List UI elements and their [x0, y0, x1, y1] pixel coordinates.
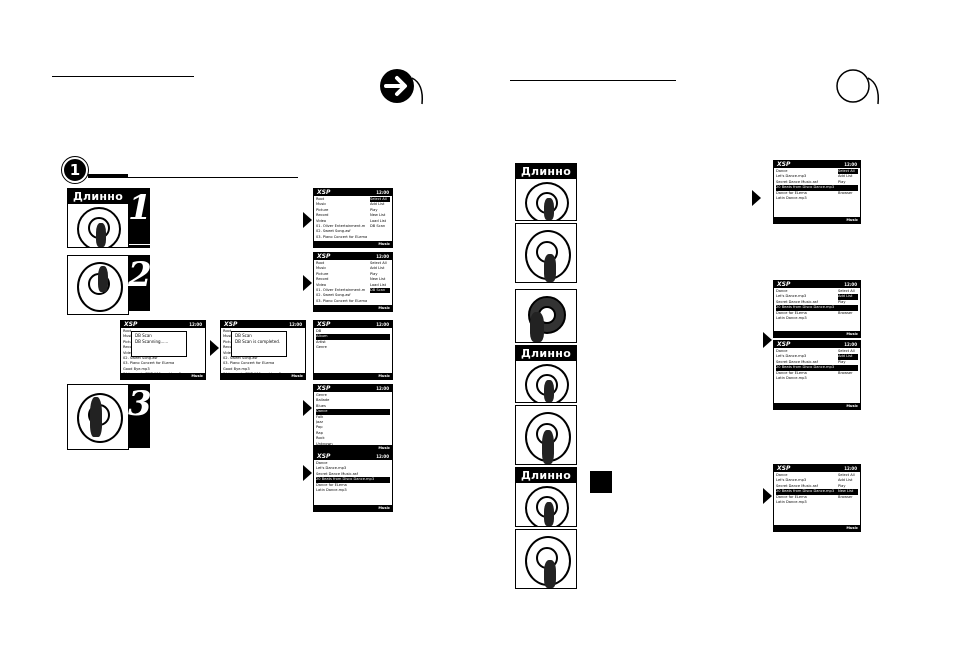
- step-number-2: 2: [128, 255, 152, 311]
- step-number-3: 3: [128, 384, 152, 448]
- joystick-photo: [67, 255, 129, 315]
- hold-label: Длинно: [516, 346, 576, 361]
- hold-label: Длинно: [516, 468, 576, 483]
- joystick-hold-photo: Длинно: [515, 345, 577, 403]
- button-press-photo: [515, 289, 577, 343]
- arrow-right-icon: [752, 190, 761, 206]
- left-header-rule: [52, 76, 194, 77]
- section-rule-thick: [88, 174, 128, 177]
- arrow-right-icon: [763, 332, 772, 348]
- joystick-photo: [515, 223, 577, 283]
- joystick-photo: [515, 529, 577, 589]
- note-marker: [590, 471, 612, 493]
- section-number-icon: 1: [61, 156, 89, 184]
- step-number-1: 1: [128, 188, 152, 244]
- arrow-right-icon: [303, 212, 312, 228]
- hold-label: Длинно: [68, 189, 128, 204]
- section-rule: [88, 177, 298, 178]
- arrow-right-icon: [303, 275, 312, 291]
- arrow-right-icon: [303, 400, 312, 416]
- joystick-hold-photo: Длинно: [515, 163, 577, 221]
- right-header-rule: [510, 80, 676, 81]
- arrow-right-icon: [303, 465, 312, 481]
- arrow-right-icon: [763, 488, 772, 504]
- joystick-hold-photo: Длинно: [67, 188, 129, 248]
- dbscan-popup: DB Scan DB Scanning......: [131, 331, 187, 357]
- blank-circle-icon: [832, 66, 892, 108]
- joystick-hold-photo: Длинно: [515, 467, 577, 527]
- dbscan-complete-popup: DB Scan DB Scan is completed.: [231, 331, 287, 357]
- step1-bar: [128, 245, 150, 248]
- joystick-photo: [515, 405, 577, 465]
- joystick-photo: [67, 384, 129, 450]
- section-number: 1: [69, 161, 81, 179]
- arrow-right-circle-icon: [376, 66, 436, 106]
- hold-label: Длинно: [516, 164, 576, 179]
- arrow-right-icon: [210, 340, 219, 356]
